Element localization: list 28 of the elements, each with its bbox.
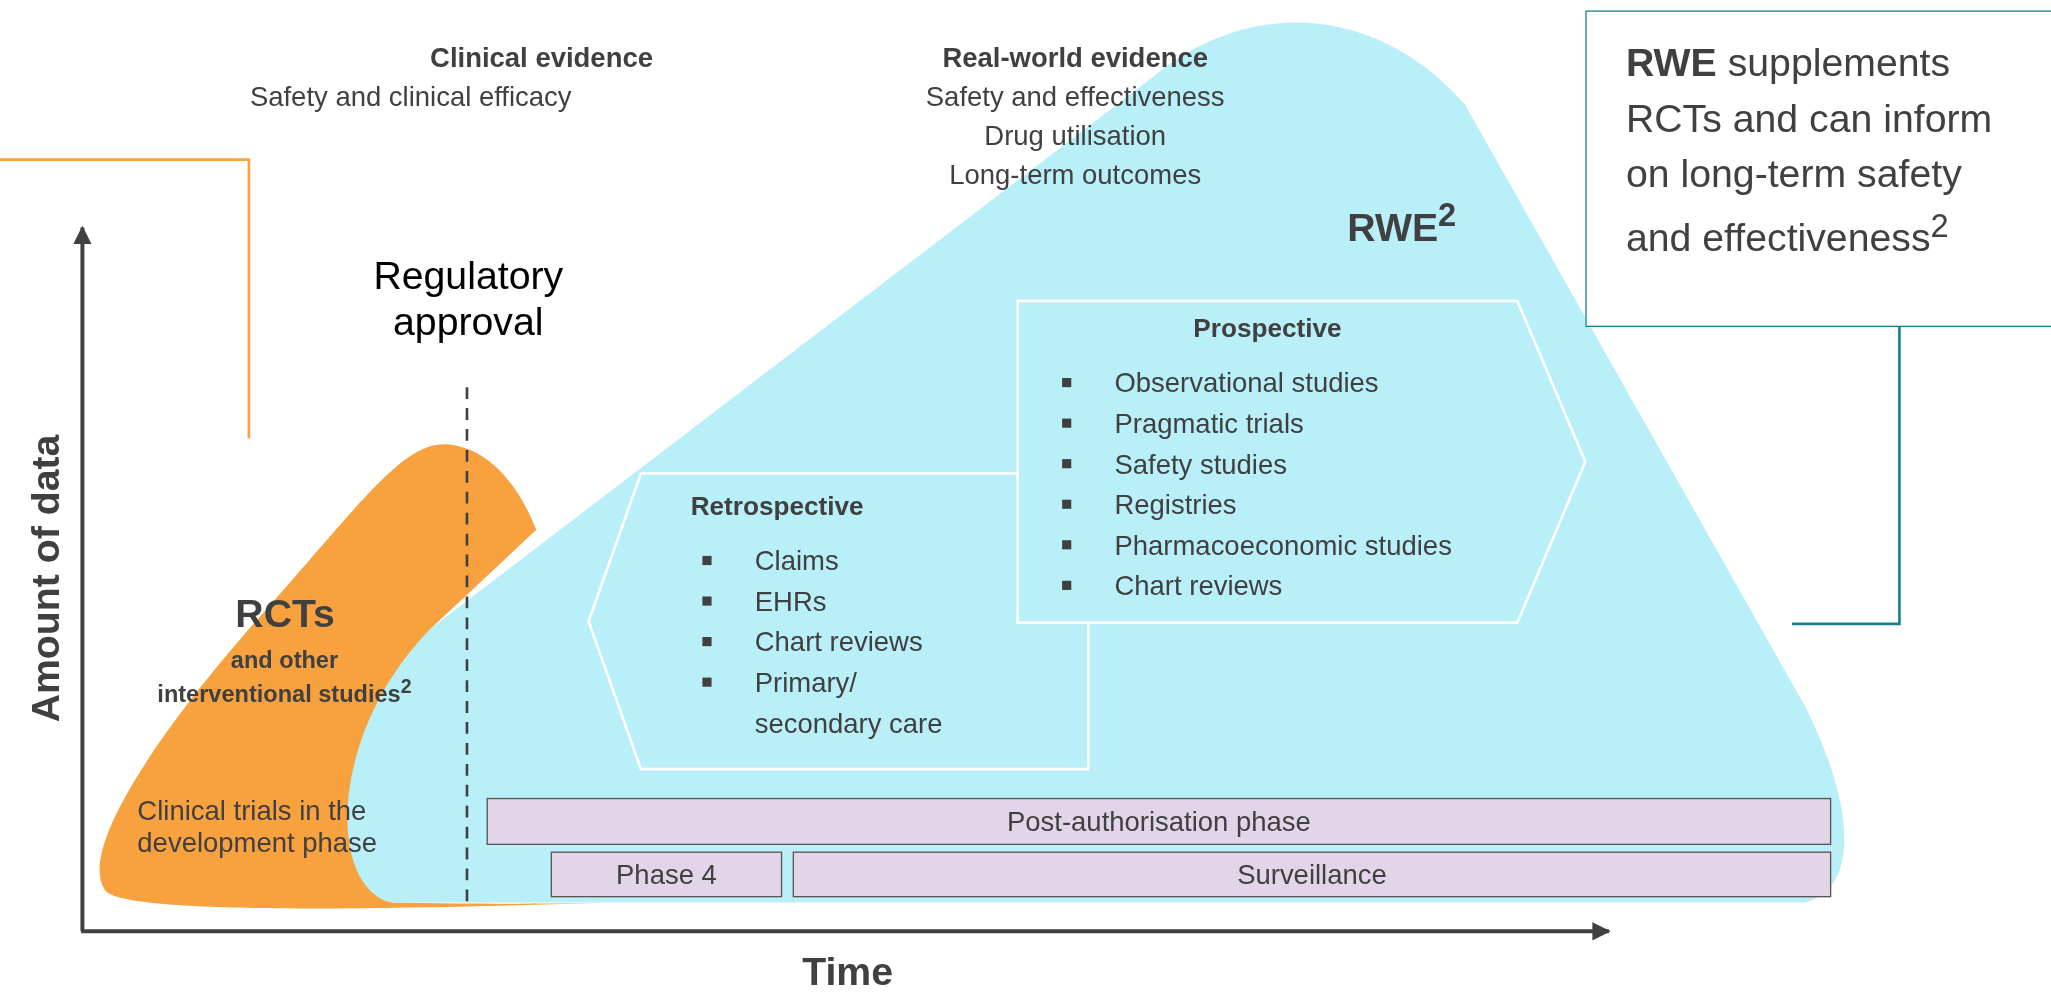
heading: Clinical evidence (429, 41, 654, 74)
area-title: RWE$^{2}$ (1347, 196, 1458, 251)
axis-title: Amount of data (23, 433, 68, 725)
list-item: Primary/ secondary care (697, 661, 971, 743)
phase-bar: Post-authorisation phase (486, 797, 1832, 845)
subheading: Safety and clinical efficacy (248, 81, 573, 113)
leader-line (0, 158, 251, 439)
leader-line (1791, 327, 1901, 626)
axis-title: Time (801, 949, 895, 995)
heading: Real-world evidence (941, 41, 1209, 74)
list-item: Pragmatic trials (1056, 402, 1452, 444)
list-item: Chart reviews (1056, 565, 1452, 606)
subheading: Drug utilisation (983, 120, 1168, 152)
phase-bar: Phase 4 (550, 851, 783, 898)
list-item: Safety studies (1056, 443, 1452, 484)
phase-bar: Surveillance (792, 851, 1832, 898)
milestone-label: Regulatory approval (372, 253, 565, 344)
callout-box: RWE supplements RCTs and can inform on long-term safety and effectiveness$^{2}$ (1585, 10, 2051, 327)
subheading: Long-term outcomes (948, 159, 1203, 192)
list-heading: Prospective (1192, 313, 1343, 344)
list-heading: Retrospective (690, 491, 864, 522)
list-item: Pharmacoeconomic studies (1056, 524, 1452, 566)
subheading: Safety and effectiveness (924, 81, 1226, 113)
list-item: Claims (697, 540, 971, 581)
list-item: Observational studies (1056, 362, 1452, 403)
list-item: Registries (1056, 483, 1452, 525)
list-item: EHRs (697, 580, 971, 622)
list-item: Chart reviews (697, 621, 971, 662)
